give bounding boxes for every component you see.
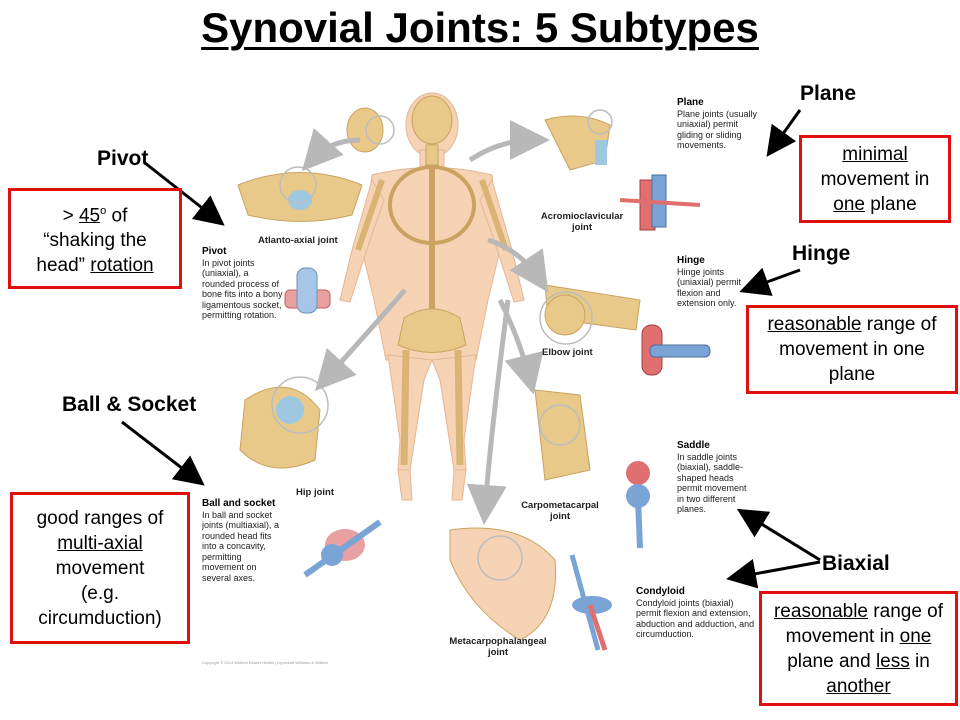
page-title: Synovial Joints: 5 Subtypes xyxy=(201,4,759,51)
ball-socket-box: good ranges of multi-axial movement (e.g… xyxy=(10,492,190,644)
joint-models xyxy=(284,174,711,651)
joint-illustrations xyxy=(237,107,641,641)
highlight-circles xyxy=(271,109,613,581)
ball-socket-label: Ball & Socket xyxy=(62,393,197,416)
elbow-label: Elbow joint xyxy=(542,347,593,358)
metacarpophalangeal-label: Metacarpophalangeal joint xyxy=(449,636,547,658)
copyright-text: Copyright © 2014 Wolters Kluwer Health |… xyxy=(202,660,328,665)
plane-label: Plane xyxy=(800,82,857,105)
hinge-box: reasonable range of movement in one plan… xyxy=(746,305,958,394)
grey-arrows xyxy=(301,120,550,525)
carpometacarpal-label: Carpometacarpal joint xyxy=(521,500,599,522)
acromioclavicular-label: Acromioclavicular joint xyxy=(540,211,624,233)
pivot-box: > 45o of “shaking the head” rotation xyxy=(8,188,182,289)
pivot-label: Pivot xyxy=(97,147,149,170)
plane-box: minimal movement in one plane xyxy=(799,135,951,223)
hip-label: Hip joint xyxy=(296,487,334,498)
biaxial-box: reasonable range of movement in one plan… xyxy=(759,591,958,706)
black-arrows xyxy=(121,109,821,589)
biaxial-label: Biaxial xyxy=(822,552,890,575)
bones xyxy=(355,95,509,466)
hinge-label: Hinge xyxy=(792,242,851,265)
atlanto-axial-label: Atlanto-axial joint xyxy=(258,235,338,246)
